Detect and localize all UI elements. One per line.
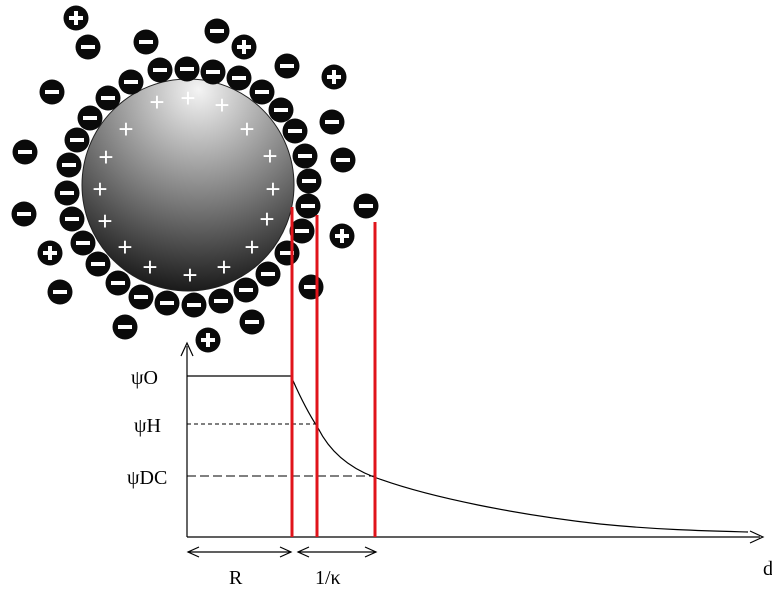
negative-ion (128, 284, 154, 310)
surface-positive-charge: + (118, 114, 133, 144)
positive-ion (231, 34, 257, 60)
surface-positive-charge: + (239, 114, 254, 144)
negative-ion (319, 109, 345, 135)
negative-ion (118, 69, 144, 95)
surface-positive-charge: + (117, 232, 132, 262)
negative-ion (11, 201, 37, 227)
negative-ion (296, 168, 322, 194)
negative-ion (204, 18, 230, 44)
positive-ion (195, 327, 221, 353)
radius-dimension (186, 546, 293, 558)
surface-positive-charge: + (265, 174, 280, 204)
negative-ion (147, 57, 173, 83)
negative-ion (95, 85, 121, 111)
negative-ion (77, 105, 103, 131)
surface-positive-charge: + (180, 83, 195, 113)
negative-ion (181, 292, 207, 318)
negative-ion (174, 56, 200, 82)
surface-positive-charge: + (214, 90, 229, 120)
negative-ion (274, 240, 300, 266)
y-axis-arrowhead (180, 341, 194, 357)
negative-ion (298, 274, 324, 300)
negative-ion (292, 143, 318, 169)
positive-ion (329, 223, 355, 249)
surface-positive-charge: + (142, 252, 157, 282)
surface-positive-charge: + (262, 141, 277, 171)
x-axis-arrowhead (749, 530, 765, 544)
negative-ion (282, 118, 308, 144)
negative-ion (75, 34, 101, 60)
psi-dc-label: ψDC (127, 467, 167, 489)
negative-ion (54, 180, 80, 206)
negative-ion (133, 29, 159, 55)
surface-positive-charge: + (98, 142, 113, 172)
negative-ion (112, 314, 138, 340)
negative-ion (226, 65, 252, 91)
negative-ion (289, 218, 315, 244)
negative-ion (59, 206, 85, 232)
negative-ion (105, 270, 131, 296)
surface-positive-charge: + (216, 252, 231, 282)
negative-ion (268, 97, 294, 123)
negative-ion (255, 261, 281, 287)
positive-ion (63, 5, 89, 31)
negative-ion (239, 309, 265, 335)
negative-ion (64, 127, 90, 153)
surface-positive-charge: + (149, 87, 164, 117)
debye-length-dimension (296, 546, 378, 558)
radius-label: R (229, 567, 243, 589)
surface-positive-charge: + (244, 232, 259, 262)
debye-length-label: 1/κ (315, 567, 341, 589)
ion-cloud (11, 5, 379, 353)
negative-ion (154, 290, 180, 316)
x-axis-symbol: d (763, 558, 772, 580)
negative-ion (200, 59, 226, 85)
plot-axes (180, 341, 765, 544)
negative-ion (208, 288, 234, 314)
negative-ion (274, 53, 300, 79)
negative-ion (295, 193, 321, 219)
particle-surface-charges: ++++++++++++++++ (92, 83, 280, 290)
surface-positive-charge: + (92, 174, 107, 204)
negative-ion (233, 277, 259, 303)
negative-ion (353, 193, 379, 219)
surface-positive-charge: + (259, 204, 274, 234)
negative-ion (47, 279, 73, 305)
negative-ion (39, 79, 65, 105)
negative-ion (330, 147, 356, 173)
potential-curve (187, 375, 749, 533)
psi-h-label: ψH (134, 415, 161, 437)
negative-ion (85, 251, 111, 277)
positive-ion (321, 64, 347, 90)
negative-ion (12, 139, 38, 165)
psi-0-label: ψO (131, 367, 158, 389)
negative-ion (56, 152, 82, 178)
surface-positive-charge: + (97, 206, 112, 236)
surface-positive-charge: + (182, 260, 197, 290)
negative-ion (249, 79, 275, 105)
negative-ion (70, 230, 96, 256)
positive-ion (37, 240, 63, 266)
